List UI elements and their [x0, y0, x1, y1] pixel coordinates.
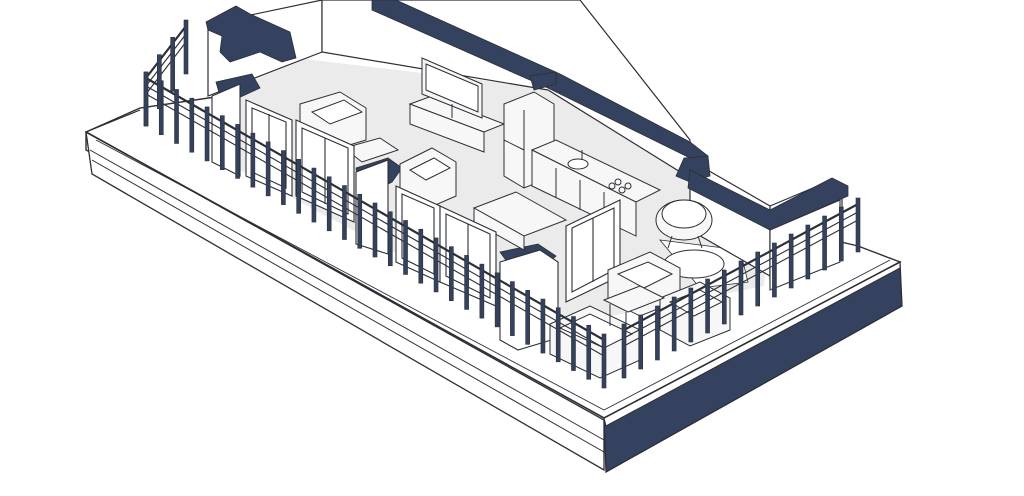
baluster	[838, 206, 844, 262]
baluster	[220, 115, 225, 170]
baluster	[433, 237, 439, 293]
baluster	[855, 197, 861, 253]
baluster	[705, 278, 710, 334]
baluster	[688, 287, 694, 343]
baluster	[540, 298, 546, 354]
hob	[608, 178, 632, 194]
baluster	[805, 224, 811, 280]
baluster	[638, 314, 644, 370]
baluster	[372, 202, 378, 258]
baluster	[265, 141, 271, 197]
baluster	[418, 228, 424, 284]
railing-left	[143, 71, 607, 389]
slab-face-left	[85, 130, 605, 472]
baluster	[342, 185, 347, 240]
baluster	[189, 97, 195, 153]
baluster	[170, 37, 175, 92]
baluster	[357, 193, 363, 249]
baluster	[235, 124, 240, 179]
baluster	[571, 316, 576, 371]
baluster	[601, 333, 607, 389]
baluster	[586, 324, 592, 380]
baluster	[822, 215, 827, 271]
baluster	[157, 54, 162, 109]
baluster	[555, 307, 561, 363]
baluster	[403, 220, 408, 275]
baluster	[387, 211, 393, 267]
baluster	[671, 296, 677, 352]
baluster	[772, 242, 777, 298]
railing-back-left	[143, 19, 189, 127]
baluster	[464, 255, 469, 310]
baluster	[655, 305, 660, 361]
baluster	[204, 106, 210, 162]
baluster	[510, 281, 515, 336]
handrail	[145, 25, 187, 79]
baluster	[326, 176, 332, 232]
baluster	[494, 272, 500, 328]
baluster	[721, 269, 727, 325]
baluster	[296, 159, 301, 214]
baluster	[738, 260, 744, 316]
baluster	[788, 233, 794, 289]
baluster	[183, 19, 189, 75]
baluster	[311, 167, 317, 223]
sink	[567, 158, 589, 170]
handrail	[145, 33, 187, 87]
living-area	[299, 57, 506, 211]
baluster	[143, 71, 149, 127]
baluster	[525, 290, 530, 345]
railing-right	[621, 197, 861, 379]
baluster	[250, 132, 256, 188]
baluster	[449, 246, 454, 301]
baluster	[479, 263, 485, 319]
handrail	[145, 41, 187, 95]
baluster	[281, 150, 286, 205]
baluster	[621, 323, 627, 379]
baluster	[755, 251, 761, 307]
coffee-table	[342, 137, 400, 163]
baluster	[174, 89, 179, 144]
